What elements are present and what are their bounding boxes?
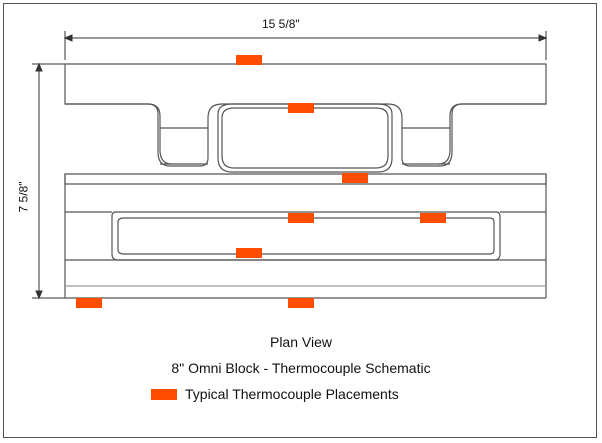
legend-label: Typical Thermocouple Placements [185, 386, 399, 402]
figure-frame [3, 3, 597, 438]
thermocouple-markers [76, 55, 446, 308]
width-dimension-label: 15 5/8" [262, 17, 300, 31]
thermocouple-marker [288, 213, 314, 223]
block-outline [64, 63, 547, 299]
width-dimension-line [63, 31, 548, 60]
height-dimension-label: 7 5/8" [16, 181, 31, 213]
thermocouple-marker [236, 55, 262, 65]
figure-title: 8" Omni Block - Thermocouple Schematic [171, 360, 431, 376]
thermocouple-marker [236, 248, 262, 258]
view-caption: Plan View [269, 334, 332, 350]
thermocouple-marker [342, 173, 368, 183]
legend-swatch [151, 389, 177, 400]
thermocouple-marker [288, 103, 314, 113]
thermocouple-marker [420, 213, 446, 223]
thermocouple-marker [288, 298, 314, 308]
height-dimension-line [32, 62, 66, 300]
thermocouple-marker [76, 298, 102, 308]
